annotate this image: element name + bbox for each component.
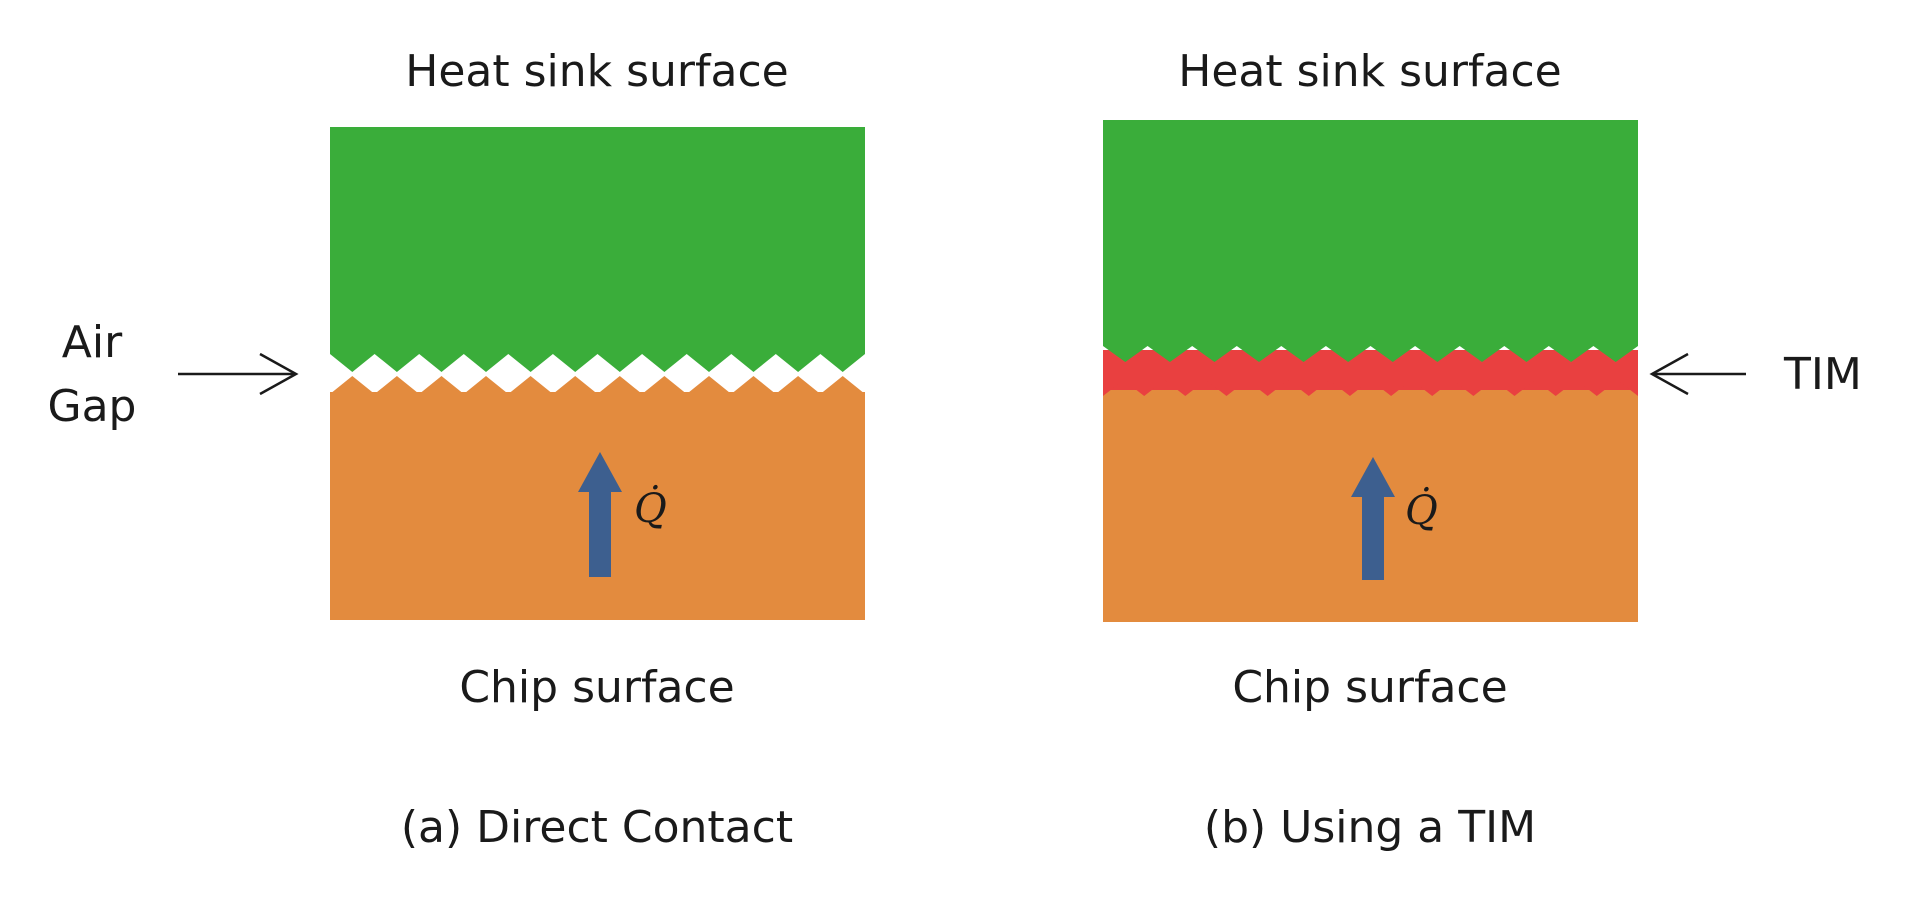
heat-flow-symbol-b: Q̇ <box>1405 487 1438 534</box>
heat-flow-arrow-icon <box>578 452 622 577</box>
heat-flow-arrow-icon <box>1351 457 1395 580</box>
heat-flow-symbol-a: Q̇ <box>634 485 667 532</box>
panel-using-tim: Q̇ Heat sink surface Chip surface (b) Us… <box>1103 46 1862 853</box>
chip-label-b: Chip surface <box>1232 662 1507 713</box>
tim-layer <box>1103 352 1638 396</box>
tim-label: TIM <box>1783 349 1862 400</box>
arrow-left-icon <box>1649 352 1746 396</box>
air-gap-band <box>330 356 865 392</box>
caption-b: (b) Using a TIM <box>1204 802 1536 853</box>
air-gap-label-line1: Air <box>62 317 123 368</box>
heat-sink-block-b <box>1103 120 1638 362</box>
air-gap-label-line2: Gap <box>48 381 137 432</box>
arrow-right-icon <box>178 352 299 396</box>
heat-sink-label-a: Heat sink surface <box>405 46 788 97</box>
chip-label-a: Chip surface <box>459 662 734 713</box>
caption-a: (a) Direct Contact <box>401 802 793 853</box>
panel-direct-contact: Q̇ Heat sink surface Chip surface (a) Di… <box>48 46 865 853</box>
heat-sink-label-b: Heat sink surface <box>1178 46 1561 97</box>
heat-sink-block-a <box>330 127 865 372</box>
